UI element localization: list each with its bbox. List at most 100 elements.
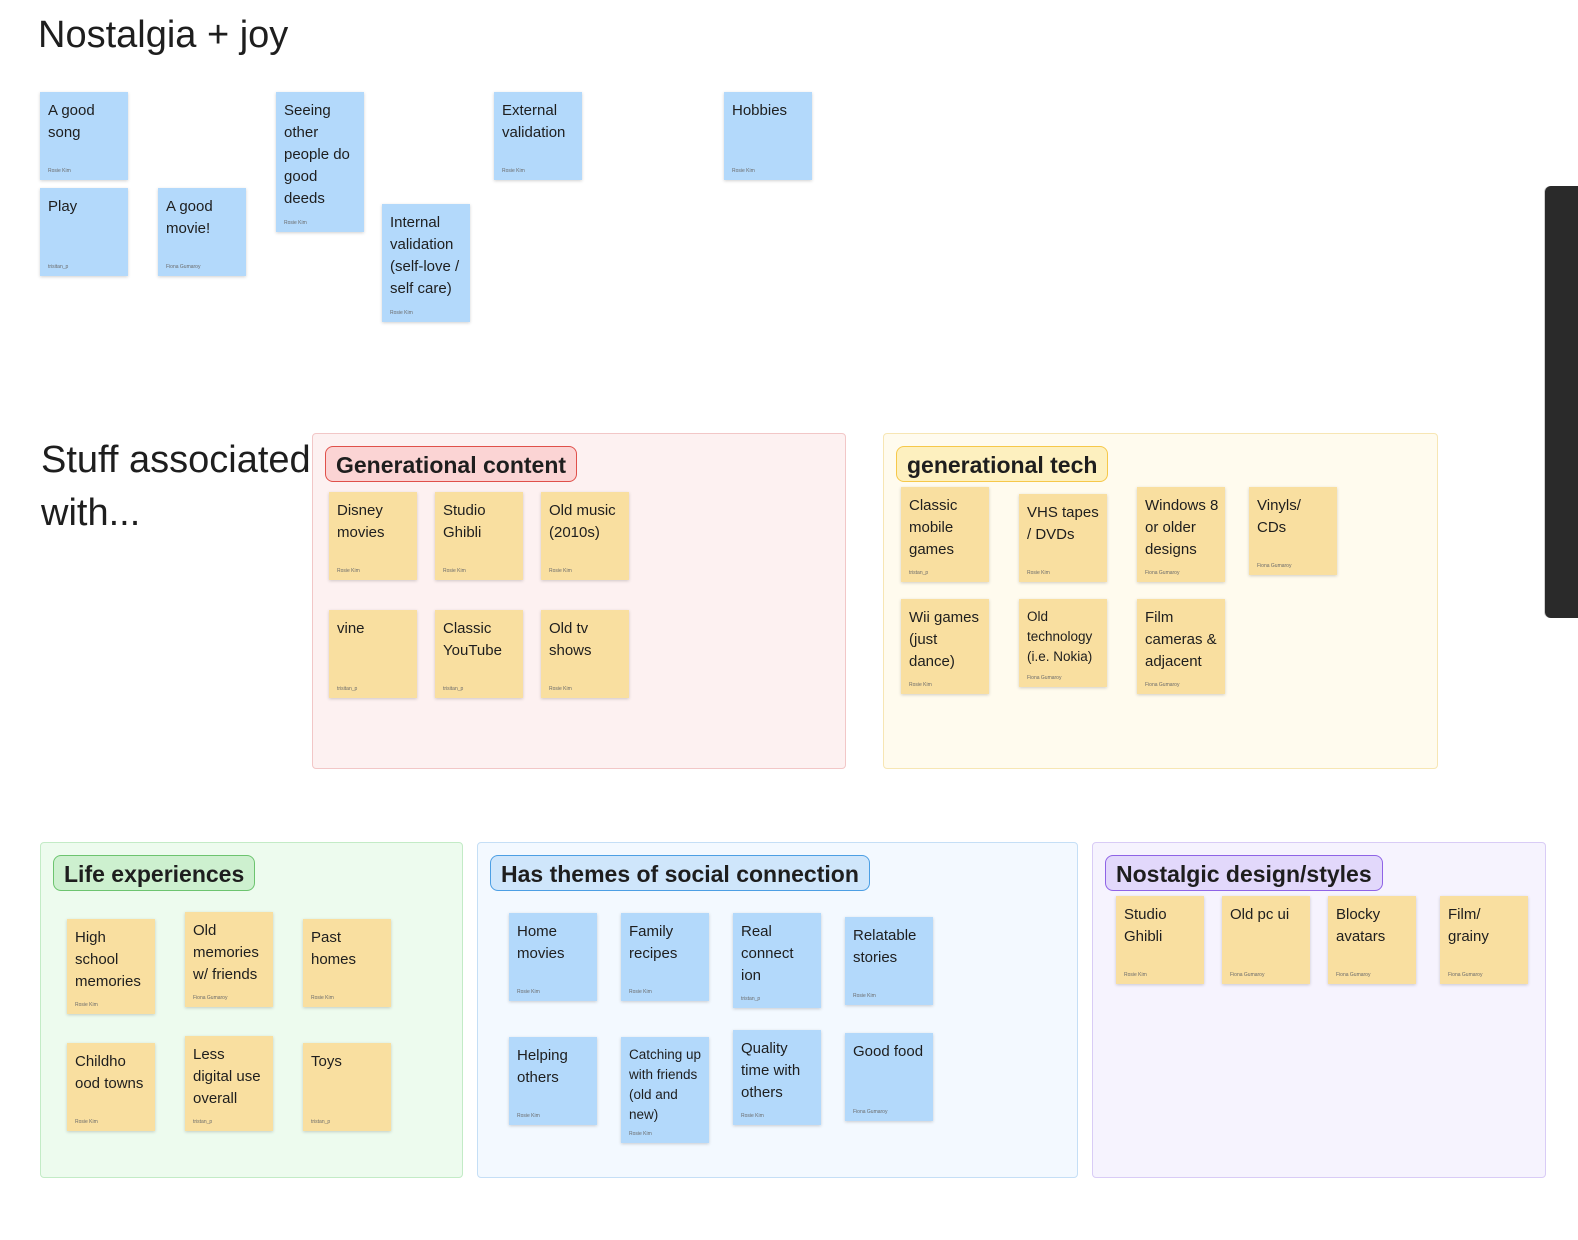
sticky-note[interactable]: Less digital use overall tristan_p [185, 1036, 273, 1131]
sticky-note[interactable]: Catching up with friends (old and new) R… [621, 1037, 709, 1143]
sticky-note[interactable]: Hobbies Rosie Kim [724, 92, 812, 180]
section-label[interactable]: Has themes of social connection [490, 855, 870, 891]
sticky-note[interactable]: Helping others Rosie Kim [509, 1037, 597, 1125]
note-author: Fiona Gumaroy [1257, 563, 1292, 569]
note-author: Rosie Kim [853, 993, 876, 999]
section-social-connection[interactable]: Has themes of social connection [477, 842, 1078, 1178]
sticky-note[interactable]: Film/ grainy Fiona Gumaroy [1440, 896, 1528, 984]
note-author: Rosie Kim [741, 1113, 764, 1119]
note-author: Rosie Kim [1124, 972, 1147, 978]
sticky-note[interactable]: Good food Fiona Gumaroy [845, 1033, 933, 1121]
note-author: Rosie Kim [549, 568, 572, 574]
section-label[interactable]: Generational content [325, 446, 578, 482]
sticky-note[interactable]: Quality time with others Rosie Kim [733, 1030, 821, 1125]
note-text: External validation [502, 102, 566, 141]
sticky-note[interactable]: Old pc ui Fiona Gumaroy [1222, 896, 1310, 984]
note-text: Windows 8 or older designs [1145, 497, 1219, 558]
note-text: Old memories w/ friends [193, 922, 259, 983]
note-text: Home movies [517, 923, 565, 962]
sticky-note[interactable]: Family recipes Rosie Kim [621, 913, 709, 1001]
sticky-note[interactable]: Old technology (i.e. Nokia) Fiona Gumaro… [1019, 599, 1107, 687]
note-text: Film cameras & adjacent [1145, 609, 1217, 670]
note-text: Quality time with others [741, 1040, 801, 1101]
note-author: tristan_p [909, 570, 929, 576]
note-author: tristan_p [193, 1119, 213, 1125]
note-author: Rosie Kim [311, 995, 334, 1001]
note-text: Old technology (i.e. Nokia) [1027, 609, 1093, 664]
note-text: VHS tapes / DVDs [1027, 504, 1099, 543]
sticky-note[interactable]: Internal validation (self-love / self ca… [382, 204, 470, 322]
sticky-note[interactable]: VHS tapes / DVDs Rosie Kim [1019, 494, 1107, 582]
note-text: vine [337, 620, 365, 637]
note-author: Fiona Gumaroy [1336, 972, 1371, 978]
note-author: Fiona Gumaroy [1448, 972, 1483, 978]
sticky-note[interactable]: Vinyls/ CDs Fiona Gumaroy [1249, 487, 1337, 575]
note-author: trisitan_p [337, 686, 358, 692]
note-text: Film/ grainy [1448, 906, 1489, 945]
section-label[interactable]: Nostalgic design/styles [1105, 855, 1383, 891]
sticky-note[interactable]: Toys tristan_p [303, 1043, 391, 1131]
note-text: Toys [311, 1053, 342, 1070]
sticky-note[interactable]: Play trisitan_p [40, 188, 128, 276]
sticky-note[interactable]: Film cameras & adjacent Fiona Gumaroy [1137, 599, 1225, 694]
note-author: Rosie Kim [909, 682, 932, 688]
note-text: Disney movies [337, 502, 385, 541]
note-text: High school memories [75, 929, 141, 990]
note-author: Fiona Gumaroy [193, 995, 228, 1001]
sticky-note[interactable]: Past homes Rosie Kim [303, 919, 391, 1007]
note-author: Rosie Kim [1027, 570, 1050, 576]
note-text: Relatable stories [853, 927, 917, 966]
sticky-note[interactable]: A good movie! Fiona Gumaroy [158, 188, 246, 276]
sticky-note[interactable]: Studio Ghibli Rosie Kim [435, 492, 523, 580]
sticky-note[interactable]: Wii games (just dance) Rosie Kim [901, 599, 989, 694]
note-text: Catching up with friends (old and new) [629, 1047, 702, 1122]
page-title-nostalgia-joy: Nostalgia + joy [38, 14, 289, 56]
note-text: Old music (2010s) [549, 502, 616, 541]
note-author: Rosie Kim [517, 1113, 540, 1119]
note-author: Fiona Gumaroy [166, 264, 201, 270]
heading-stuff-associated: Stuff associated with... [41, 439, 311, 534]
note-author: Rosie Kim [629, 1131, 652, 1137]
note-text: Childho ood towns [75, 1053, 144, 1092]
note-text: Studio Ghibli [1124, 906, 1167, 945]
section-nostalgic-design[interactable]: Nostalgic design/styles [1092, 842, 1546, 1178]
sticky-note[interactable]: A good song Rosie Kim [40, 92, 128, 180]
sticky-note[interactable]: Studio Ghibli Rosie Kim [1116, 896, 1204, 984]
note-author: Fiona Gumaroy [1027, 675, 1062, 681]
note-author: Rosie Kim [732, 168, 755, 174]
note-author: Rosie Kim [443, 568, 466, 574]
sticky-note[interactable]: Real connect ion tristan_p [733, 913, 821, 1008]
section-generational-content[interactable]: Generational content [312, 433, 846, 769]
sticky-note[interactable]: Old memories w/ friends Fiona Gumaroy [185, 912, 273, 1007]
sticky-note[interactable]: Seeing other people do good deeds Rosie … [276, 92, 364, 232]
sticky-note[interactable]: Home movies Rosie Kim [509, 913, 597, 1001]
note-author: Rosie Kim [284, 220, 307, 226]
sticky-note[interactable]: Relatable stories Rosie Kim [845, 917, 933, 1005]
note-text: Past homes [311, 929, 357, 968]
note-text: A good movie! [166, 198, 213, 237]
note-author: Fiona Gumaroy [1145, 570, 1180, 576]
sticky-note[interactable]: Childho ood towns Rosie Kim [67, 1043, 155, 1131]
note-author: Rosie Kim [390, 310, 413, 316]
sticky-note[interactable]: vine trisitan_p [329, 610, 417, 698]
sticky-note[interactable]: Old tv shows Rosie Kim [541, 610, 629, 698]
sticky-note[interactable]: Blocky avatars Fiona Gumaroy [1328, 896, 1416, 984]
note-text: Family recipes [629, 923, 678, 962]
note-text: Play [48, 198, 78, 215]
note-text: Seeing other people do good deeds [284, 102, 350, 207]
sticky-note[interactable]: Old music (2010s) Rosie Kim [541, 492, 629, 580]
note-text: Classic mobile games [909, 497, 958, 558]
sticky-note[interactable]: Classic mobile games tristan_p [901, 487, 989, 582]
sticky-note[interactable]: Windows 8 or older designs Fiona Gumaroy [1137, 487, 1225, 582]
note-text: Good food [853, 1043, 924, 1060]
side-panel-handle[interactable] [1545, 186, 1578, 618]
section-label[interactable]: generational tech [896, 446, 1109, 482]
note-author: Rosie Kim [48, 168, 71, 174]
note-text: Wii games (just dance) [909, 609, 980, 670]
section-label[interactable]: Life experiences [53, 855, 256, 891]
note-text: Real connect ion [741, 923, 794, 984]
sticky-note[interactable]: External validation Rosie Kim [494, 92, 582, 180]
sticky-note[interactable]: High school memories Rosie Kim [67, 919, 155, 1014]
sticky-note[interactable]: Disney movies Rosie Kim [329, 492, 417, 580]
sticky-note[interactable]: Classic YouTube trisitan_p [435, 610, 523, 698]
